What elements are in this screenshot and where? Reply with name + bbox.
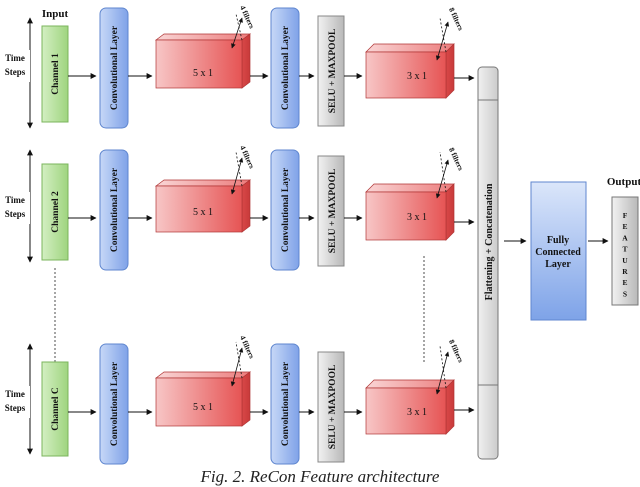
features-output-box	[611, 196, 639, 306]
conv-layer-box	[270, 149, 300, 271]
filters-arrow	[435, 159, 450, 199]
filters-label: 4 filters	[238, 144, 256, 170]
channel-box	[41, 361, 69, 457]
conv-layer-box	[99, 343, 129, 465]
row-1: Time Steps Channel 1 Convolutional Layer…	[5, 4, 475, 129]
fully-connected-box	[530, 181, 587, 321]
conv-layer-box	[99, 7, 129, 129]
flatten-concat-label: Flattening + Concatenation	[484, 183, 495, 300]
conv-layer-box	[270, 7, 300, 129]
filters-arrow	[435, 351, 450, 395]
kernel-size-label: 3 x 1	[407, 212, 427, 223]
features-letter: E	[622, 222, 627, 231]
channel-box	[41, 163, 69, 261]
feature-block-3d	[155, 39, 243, 89]
channel-label: Channel C	[51, 387, 61, 431]
figure-caption: Fig. 2. ReCon Feature architecture	[200, 467, 440, 486]
filters-label: 4 filters	[238, 4, 256, 30]
filters-label: 8 filters	[447, 6, 465, 32]
conv-layer-label: Convolutional Layer	[281, 361, 291, 446]
channel-box	[41, 25, 69, 123]
features-letter: U	[622, 256, 628, 265]
conv-layer-label: Convolutional Layer	[281, 167, 291, 252]
selu-maxpool-label: SELU + MAXPOOL	[328, 29, 338, 114]
conv-layer-label: Convolutional Layer	[110, 167, 120, 252]
feature-block-3d	[155, 377, 243, 427]
features-letter: S	[623, 289, 627, 298]
features-letter: T	[622, 245, 627, 254]
features-letter: R	[622, 267, 628, 276]
fully-connected-label: Fully	[547, 235, 569, 246]
input-header: Input	[42, 8, 69, 20]
feature-block-3d	[365, 51, 447, 99]
conv-layer-label: Convolutional Layer	[110, 361, 120, 446]
filters-label: 8 filters	[447, 338, 465, 364]
filters-arrow	[231, 17, 243, 49]
channel-label: Channel 2	[51, 191, 61, 233]
features-letter: F	[623, 211, 628, 220]
flatten-concat-bar	[477, 66, 499, 460]
time-steps-label: Time	[5, 53, 25, 63]
conv-layer-label: Convolutional Layer	[110, 25, 120, 110]
filters-label: 4 filters	[238, 334, 256, 360]
kernel-size-label: 5 x 1	[193, 402, 213, 413]
kernel-size-label: 5 x 1	[193, 207, 213, 218]
time-steps-label: Time	[5, 389, 25, 399]
time-steps-label: Time	[5, 195, 25, 205]
feature-block-3d	[365, 191, 447, 241]
filters-arrow	[230, 157, 244, 195]
selu-maxpool-label: SELU + MAXPOOL	[328, 169, 338, 254]
row-c: Time Steps Channel C Convolutional Layer…	[5, 334, 475, 465]
kernel-size-label: 5 x 1	[193, 68, 213, 79]
conv-layer-label: Convolutional Layer	[281, 25, 291, 110]
features-letter: E	[622, 278, 627, 287]
time-steps-label: Steps	[5, 209, 26, 219]
output-header: Output	[607, 176, 640, 188]
features-letter: A	[622, 233, 628, 242]
channel-label: Channel 1	[51, 53, 61, 95]
selu-maxpool-box	[317, 351, 345, 463]
time-steps-label: Steps	[5, 67, 26, 77]
conv-layer-box	[270, 343, 300, 465]
feature-block-3d	[155, 185, 243, 233]
filters-arrow	[435, 21, 450, 61]
fully-connected-label: Layer	[545, 259, 571, 270]
conv-layer-box	[99, 149, 129, 271]
row-2: Time Steps Channel 2 Convolutional Layer…	[5, 144, 475, 271]
time-steps-label: Steps	[5, 403, 26, 413]
fully-connected-label: Connected	[535, 247, 581, 258]
selu-maxpool-label: SELU + MAXPOOL	[328, 365, 338, 450]
selu-maxpool-box	[317, 15, 345, 127]
kernel-size-label: 3 x 1	[407, 71, 427, 82]
filters-label: 8 filters	[447, 146, 465, 172]
filters-arrow	[230, 347, 244, 387]
feature-block-3d	[365, 387, 447, 435]
selu-maxpool-box	[317, 155, 345, 267]
kernel-size-label: 3 x 1	[407, 407, 427, 418]
